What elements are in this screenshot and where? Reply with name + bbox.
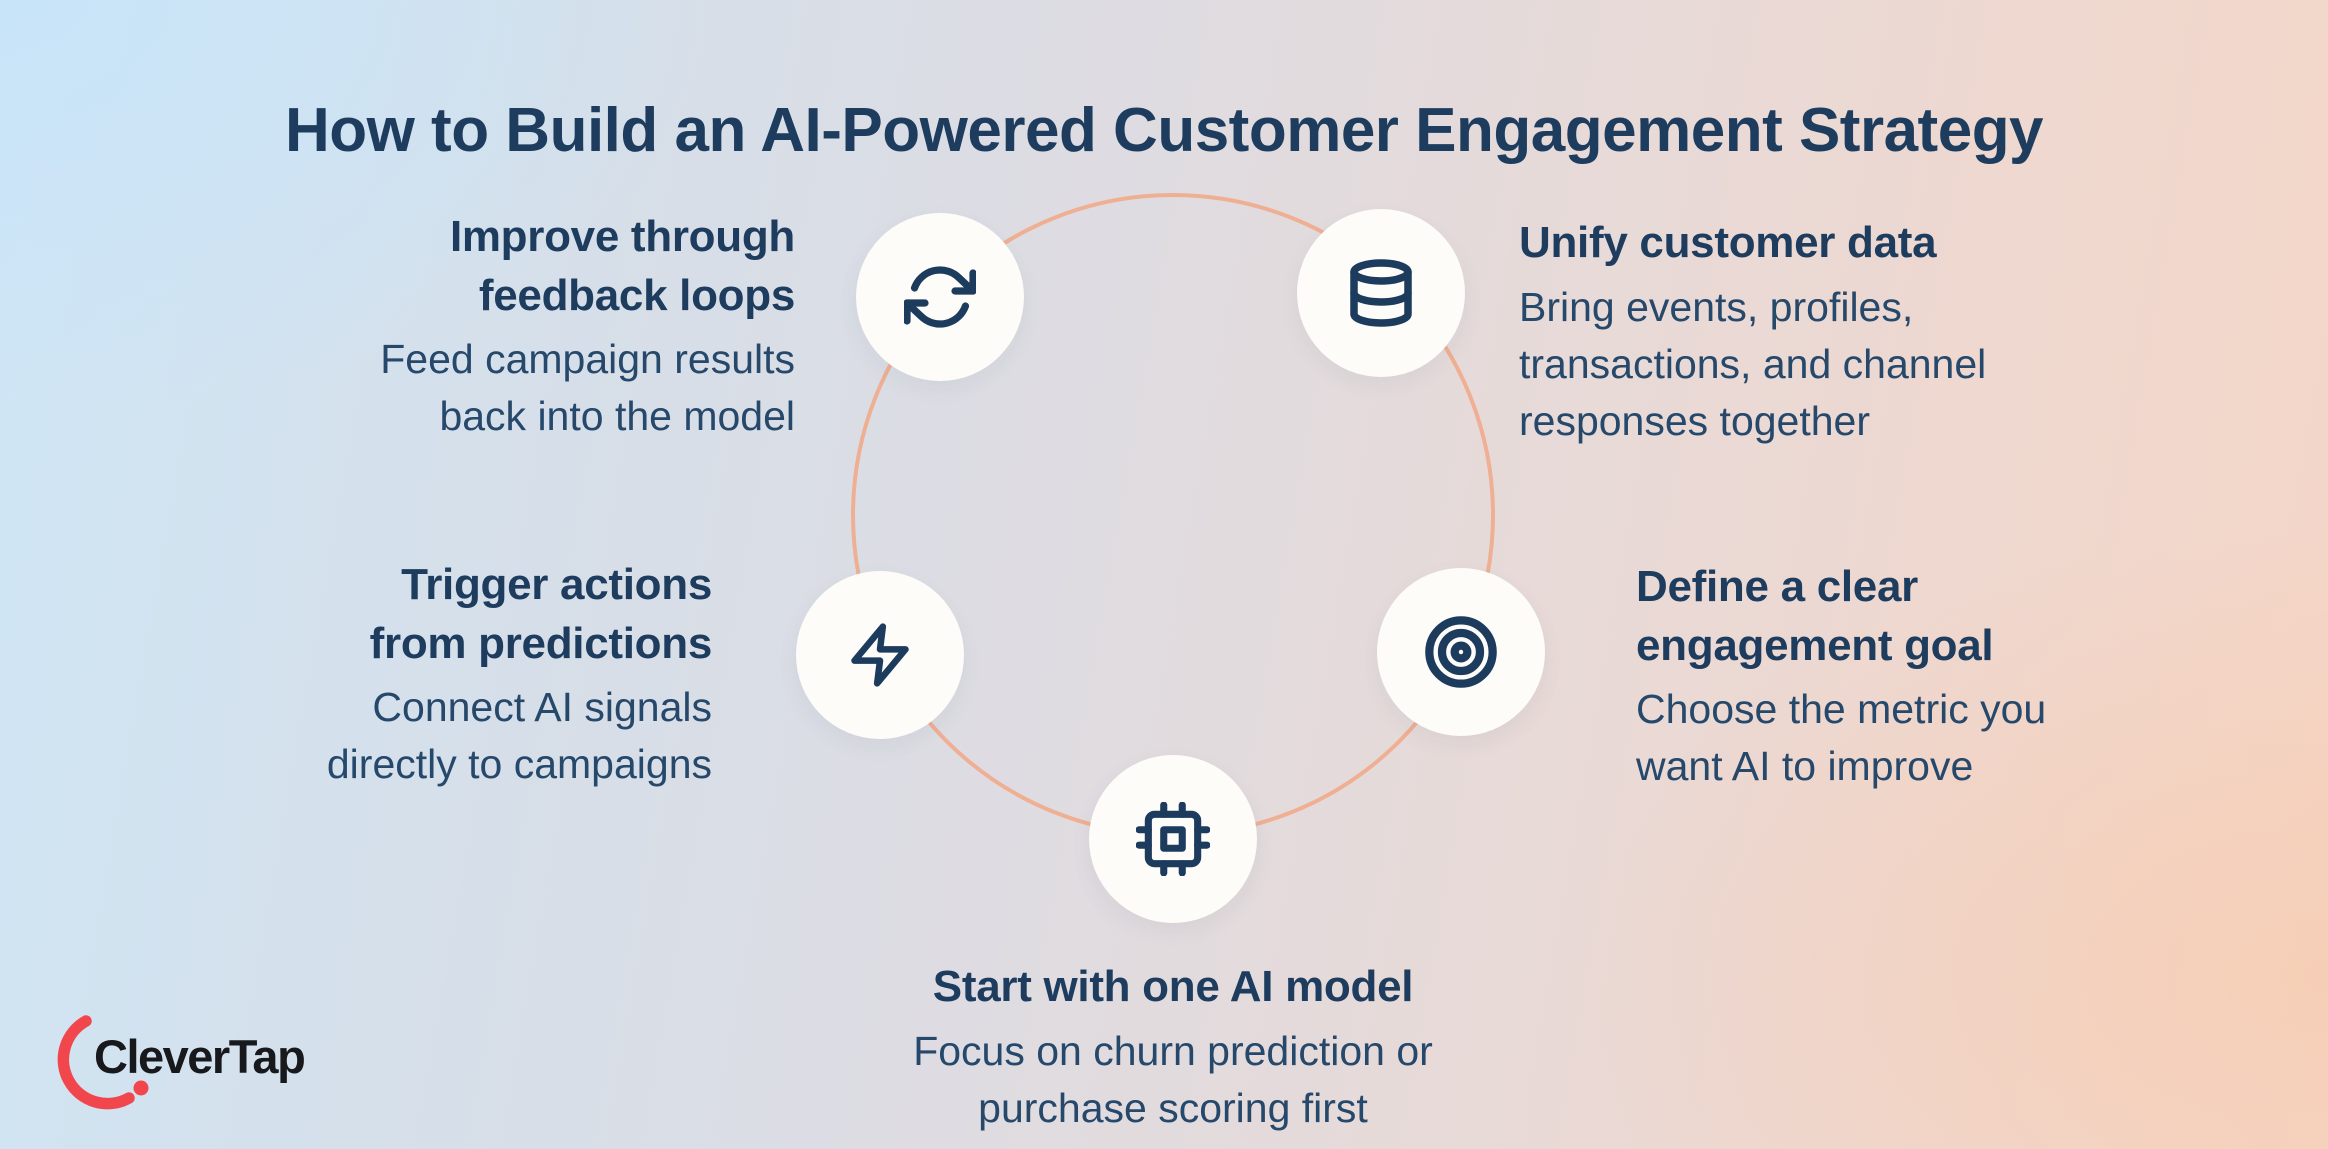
logo-arc-icon xyxy=(57,1015,135,1110)
database-icon xyxy=(1350,259,1412,327)
step-define-body: Choose the metric you want AI to improve xyxy=(1636,686,2047,790)
step-unify-heading: Unify customer data xyxy=(1519,218,1937,267)
step-trigger-heading: Trigger actions from predictions xyxy=(369,560,713,668)
logo-dot-icon xyxy=(133,1080,149,1096)
step-circle-trigger xyxy=(796,571,964,739)
step-unify-body: Bring events, profiles, transactions, an… xyxy=(1519,283,1987,445)
target-icon xyxy=(1425,616,1497,688)
step-trigger: Trigger actions from predictions Connect… xyxy=(12,556,712,794)
step-trigger-body: Connect AI signals directly to campaigns xyxy=(326,684,712,788)
logo-wordmark: CleverTap xyxy=(94,1030,304,1083)
page-title: How to Build an AI-Powered Customer Enga… xyxy=(284,95,2044,165)
step-circle-start xyxy=(1089,755,1257,923)
step-start: Start with one AI model Focus on churn p… xyxy=(773,958,1573,1137)
bolt-icon xyxy=(851,623,909,687)
clevertap-logo: CleverTap xyxy=(57,1015,306,1110)
step-feedback: Improve through feedback loops Feed camp… xyxy=(95,208,795,446)
step-circle-define xyxy=(1377,568,1545,736)
step-circle-feedback xyxy=(856,213,1024,381)
step-start-heading: Start with one AI model xyxy=(932,962,1414,1011)
step-unify: Unify customer data Bring events, profil… xyxy=(1519,214,2159,451)
chip-icon xyxy=(1136,802,1210,876)
step-circle-unify xyxy=(1297,209,1465,377)
step-define-heading: Define a clear engagement goal xyxy=(1636,562,1994,670)
step-start-body: Focus on churn prediction or purchase sc… xyxy=(913,1027,1433,1131)
step-feedback-heading: Improve through feedback loops xyxy=(449,212,795,320)
step-define: Define a clear engagement goal Choose th… xyxy=(1636,558,2276,796)
sync-icon xyxy=(904,266,976,328)
step-feedback-body: Feed campaign results back into the mode… xyxy=(380,336,795,440)
